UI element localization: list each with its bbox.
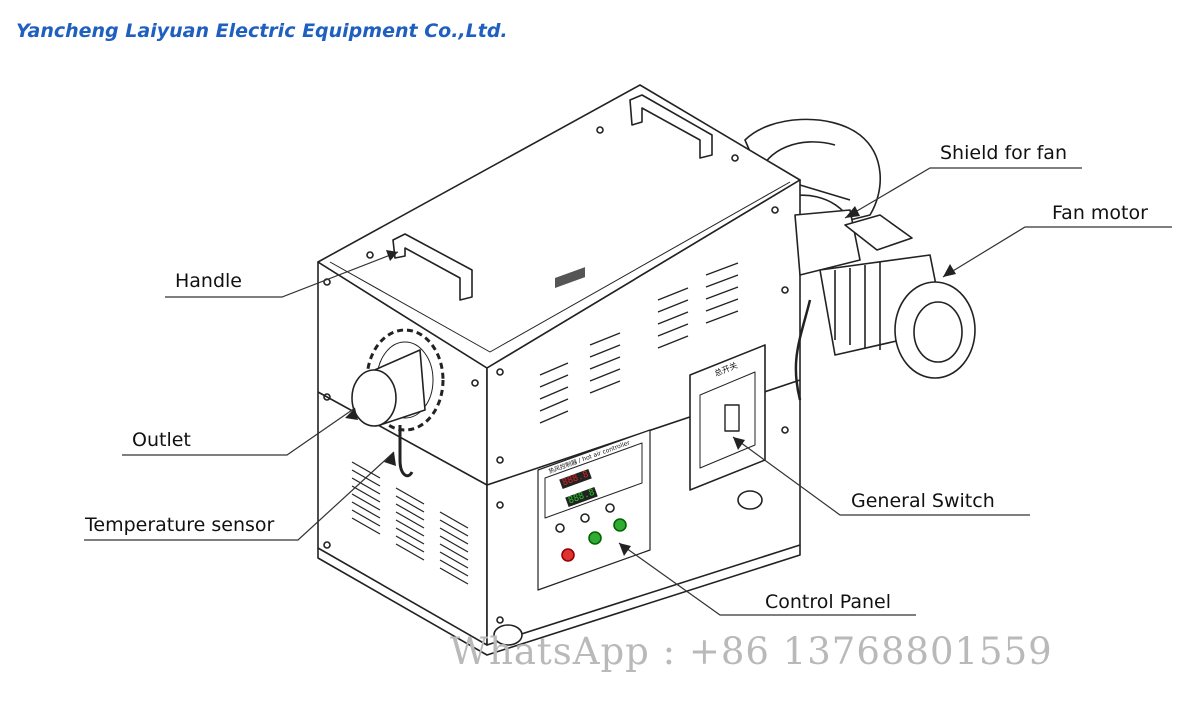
whatsapp-watermark: WhatsApp : +86 13768801559: [450, 630, 1053, 673]
fan-motor-leader: [942, 226, 1172, 278]
general-switch-leader: [732, 436, 1030, 516]
shield-leader: [844, 167, 1082, 219]
outlet: [351, 328, 445, 432]
top-handle: [629, 94, 713, 159]
label-general-switch: General Switch: [851, 490, 995, 512]
label-shield-for-fan: Shield for fan: [940, 142, 1067, 164]
label-fan-motor: Fan motor: [1052, 202, 1148, 224]
temperature-sensor: [398, 425, 414, 478]
fan-motor: [794, 209, 976, 401]
label-outlet: Outlet: [132, 429, 191, 451]
handle-leader: [165, 251, 399, 298]
top-louvers: [539, 262, 739, 424]
company-name: Yancheng Laiyuan Electric Equipment Co.,…: [16, 20, 508, 42]
label-control-panel: Control Panel: [765, 591, 891, 613]
label-handle: Handle: [175, 270, 243, 292]
control-panel-leader: [618, 542, 916, 616]
temperature-sensor-leader: [84, 451, 395, 541]
front-handle: [392, 233, 473, 301]
outlet-leader: [122, 407, 356, 456]
label-temperature-sensor: Temperature sensor: [85, 514, 275, 536]
